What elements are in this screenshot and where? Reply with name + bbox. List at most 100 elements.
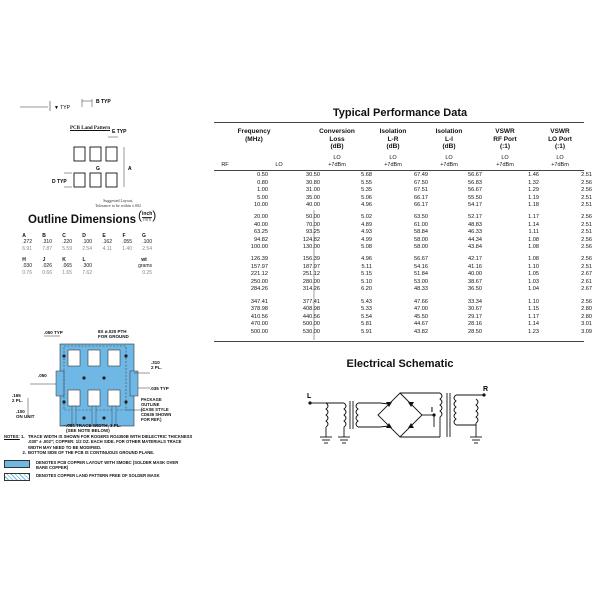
table-cell: 1.05 (528, 271, 539, 278)
sub-head-vswr-lo: LO +7dBm (551, 155, 569, 168)
table-cell: 5.00 (257, 194, 268, 201)
legend-free-text: DENOTES COPPER LAND PATTERN FREE OF SOLD… (36, 473, 160, 478)
table-cell: 2.51 (581, 229, 592, 236)
dims-inch-row: .272.310.220.100.162.055.100 (22, 239, 152, 246)
note-2-number: 2. (22, 449, 27, 455)
table-cell: 56.67 (468, 172, 482, 178)
sub-head-isolation-li: LO +7dBm (440, 155, 458, 168)
table-cell: 66.17 (414, 202, 428, 208)
table-cell: 5.55 (361, 179, 372, 186)
table-cell: 5.33 (361, 306, 372, 313)
callout-package-outline: PACKAGE OUTLINE (CASE STYLE CD636 SHOWN … (141, 397, 172, 422)
table-cell: 2.80 (581, 306, 592, 313)
table-cell: 378.98 (250, 306, 268, 313)
table-vertical-rule (313, 210, 315, 340)
performance-title: Typical Performance Data (332, 107, 468, 119)
note-item-1: NOTES: 1. TRACE WIDTH IS SHOWN FOR ROGER… (4, 434, 194, 450)
table-cell: 38.67 (468, 278, 482, 285)
table-cell: 1.14 (528, 221, 539, 228)
table-cell: 5.11 (361, 263, 372, 270)
outline-unit-mm: mm (142, 217, 153, 223)
pcb-b-typ-label: B TYP (96, 99, 111, 105)
table-cell: 54.16 (414, 263, 428, 270)
table-cell: 470.00 (250, 321, 268, 328)
table-cell: 5.15 (361, 271, 372, 278)
table-cell: 5.35 (361, 187, 372, 193)
table-cell: 280.00 (302, 278, 320, 285)
table-cell: 54.17 (468, 202, 482, 208)
table-cell: 124.82 (302, 236, 320, 243)
top-fragment-dimension: ▼ TYP (20, 101, 71, 111)
table-cell: 5.08 (361, 244, 372, 251)
table-cell: 530.00 (302, 328, 320, 335)
table-cell: 4.89 (361, 221, 372, 228)
table-cell: 3.09 (581, 328, 592, 335)
table-cell: 4.93 (361, 229, 372, 236)
table-cell: 0.50 (257, 172, 268, 178)
table-cell: 48.33 (414, 286, 428, 293)
callout-050-typ: .050 TYP (44, 330, 63, 335)
table-cell: 31.00 (306, 187, 320, 193)
callout-050: .050 (38, 373, 47, 378)
legend-swatch-pattern (4, 473, 30, 481)
legend-smobc-text: DENOTES PCB COPPER LAYOUT WITH SMOBC (SO… (36, 460, 179, 470)
table-cell: 47.00 (414, 306, 428, 313)
performance-top-rule (214, 122, 584, 123)
table-cell: 2.56 (581, 256, 592, 263)
callout-pth-ground: 8X ø.020 PTH FOR GROUND (98, 329, 129, 339)
table-cell: 1.10 (528, 298, 539, 305)
table-cell: 2.56 (581, 187, 592, 193)
table-cell: 46.33 (468, 229, 482, 236)
table-cell: 58.00 (414, 244, 428, 251)
table-cell: 5.06 (361, 194, 372, 201)
legend-smobc: DENOTES PCB COPPER LAYOUT WITH SMOBC (SO… (4, 460, 186, 470)
table-cell: 2.51 (581, 221, 592, 228)
table-cell: 2.51 (581, 202, 592, 208)
table-cell: 2.61 (581, 278, 592, 285)
table-cell: 410.56 (250, 313, 268, 320)
table-cell: 29.17 (468, 313, 482, 320)
table-cell: 48.83 (468, 221, 482, 228)
table-cell: 67.50 (414, 179, 428, 186)
table-cell: 0.80 (257, 179, 268, 186)
table-cell: 56.67 (468, 187, 482, 193)
table-cell: 1.08 (528, 256, 539, 263)
table-cell: 58.00 (414, 236, 428, 243)
table-cell: 284.26 (250, 286, 268, 293)
table-cell: 2.56 (581, 298, 592, 305)
pcb-e-typ-label: E TYP (112, 129, 127, 135)
note-1-number: 1. (21, 434, 25, 439)
table-cell: 1.32 (528, 179, 539, 186)
table-cell: 500.00 (250, 328, 268, 335)
col-head-conversion-loss: Conversion Loss (dB) (319, 128, 355, 150)
table-cell: 251.12 (302, 271, 320, 278)
table-cell: 70.00 (306, 221, 320, 228)
note-item-2: 2. BOTTOM SIDE OF THE PCB IS CONTINUOUS … (4, 450, 194, 455)
table-cell: 440.56 (302, 313, 320, 320)
table-cell: 500.00 (302, 321, 320, 328)
performance-bottom-rule (214, 341, 584, 342)
table-cell: 56.67 (414, 256, 428, 263)
table-cell: 44.67 (414, 321, 428, 328)
table-cell: 63.50 (414, 214, 428, 221)
callout-100-on-unit: .100 ON UNIT (16, 409, 35, 419)
table-cell: 2.51 (581, 194, 592, 201)
sub-head-rf: RF (221, 162, 229, 168)
table-cell: 250.00 (250, 278, 268, 285)
callout-064-trace-width: .064 TRACE WIDTH, 3 PL. (SEE NOTE BELOW) (66, 423, 121, 433)
